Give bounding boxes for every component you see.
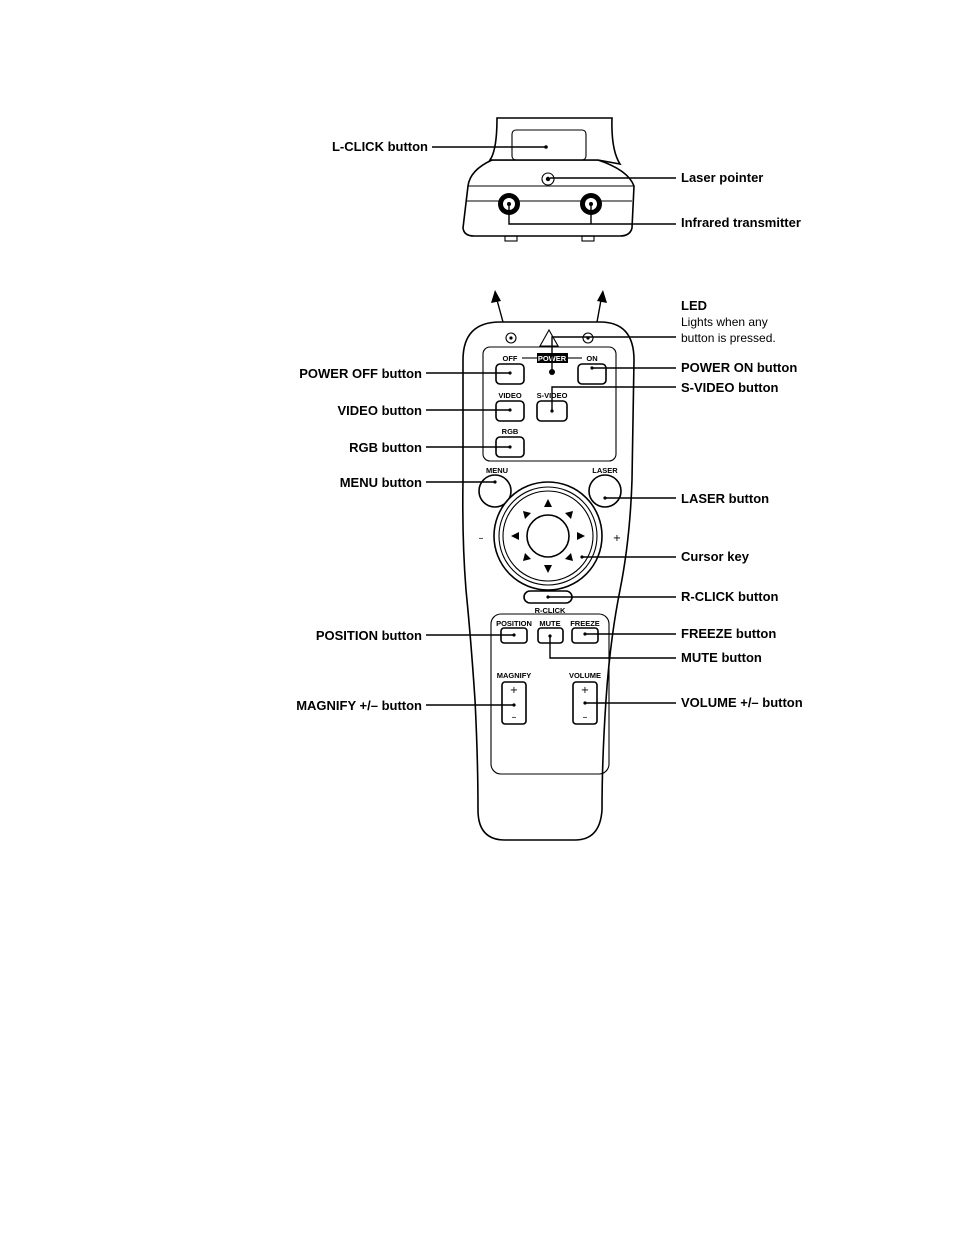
label-laser-pointer: Laser pointer [681,170,763,185]
cursor-down-icon [544,565,552,573]
lower-button-panel [490,613,610,775]
freeze-label: FREEZE [570,619,600,628]
menu-button[interactable] [478,474,512,508]
video-label: VIDEO [498,391,522,400]
ir-arrow-left [496,299,504,323]
label-led-line1: Lights when any [681,315,768,329]
label-led-line2: button is pressed. [681,331,776,345]
warning-triangle [539,328,559,347]
l-click-key[interactable] [511,129,587,161]
label-svideo: S-VIDEO button [681,380,779,395]
cursor-key[interactable] [493,481,603,591]
cursor-downleft-icon [523,553,531,561]
label-power-off: POWER OFF button [299,366,422,381]
top-view-cap [488,117,622,166]
label-rgb: RGB button [349,440,422,455]
magnify-button[interactable]: + – [501,681,527,725]
label-l-click: L-CLICK button [332,139,428,154]
label-infrared: Infrared transmitter [681,215,801,230]
leader-infrared [508,204,676,225]
leader-mute [549,636,676,659]
label-magnify: MAGNIFY +/– button [296,698,422,713]
label-r-click: R-CLICK button [681,589,779,604]
cursor-right-icon [577,532,585,540]
mute-label: MUTE [539,619,560,628]
volume-minus-sign: – [583,712,588,723]
leader-svideo [551,386,676,411]
label-power-on: POWER ON button [681,360,797,375]
leader-led [551,336,676,372]
on-label: ON [586,354,597,363]
cursor-upleft-icon [523,511,531,519]
r-click-label: R-CLICK [535,606,566,615]
label-laser: LASER button [681,491,769,506]
laser-button[interactable] [588,474,622,508]
cursor-left-icon [511,532,519,540]
power-on-button[interactable] [577,363,607,385]
cursor-up-icon [544,499,552,507]
cursor-upright-icon [565,511,573,519]
label-volume: VOLUME +/– button [681,695,803,710]
volume-label: VOLUME [569,671,601,680]
ir-arrow-right [596,299,602,323]
volume-plus-sign: + [581,685,589,696]
magnify-label: MAGNIFY [497,671,532,680]
label-mute: MUTE button [681,650,762,665]
plus-sign: + [613,533,621,544]
cursor-downright-icon [565,553,573,561]
cursor-center-button[interactable] [526,514,570,558]
position-label: POSITION [496,619,532,628]
laser-label: LASER [592,466,618,475]
remote-top-view: L-CLICK button Laser pointer Infrared tr… [332,117,801,242]
laser-pointer-lens [541,172,555,186]
off-label: OFF [503,354,518,363]
magnify-minus-sign: – [512,712,517,723]
remote-front-view: OFF POWER ON VIDEO S-VIDEO RGB MENU LASE… [296,290,803,841]
label-position: POSITION button [316,628,422,643]
label-led-title: LED [681,298,707,313]
top-screw-right [582,332,594,344]
magnify-plus-sign: + [510,685,518,696]
menu-label: MENU [486,466,508,475]
label-video: VIDEO button [338,403,423,418]
minus-sign: – [479,533,484,544]
upper-button-panel [482,346,617,462]
top-screw-left [505,332,517,344]
label-menu: MENU button [340,475,422,490]
label-freeze: FREEZE button [681,626,776,641]
rgb-label: RGB [502,427,519,436]
label-cursor: Cursor key [681,549,750,564]
